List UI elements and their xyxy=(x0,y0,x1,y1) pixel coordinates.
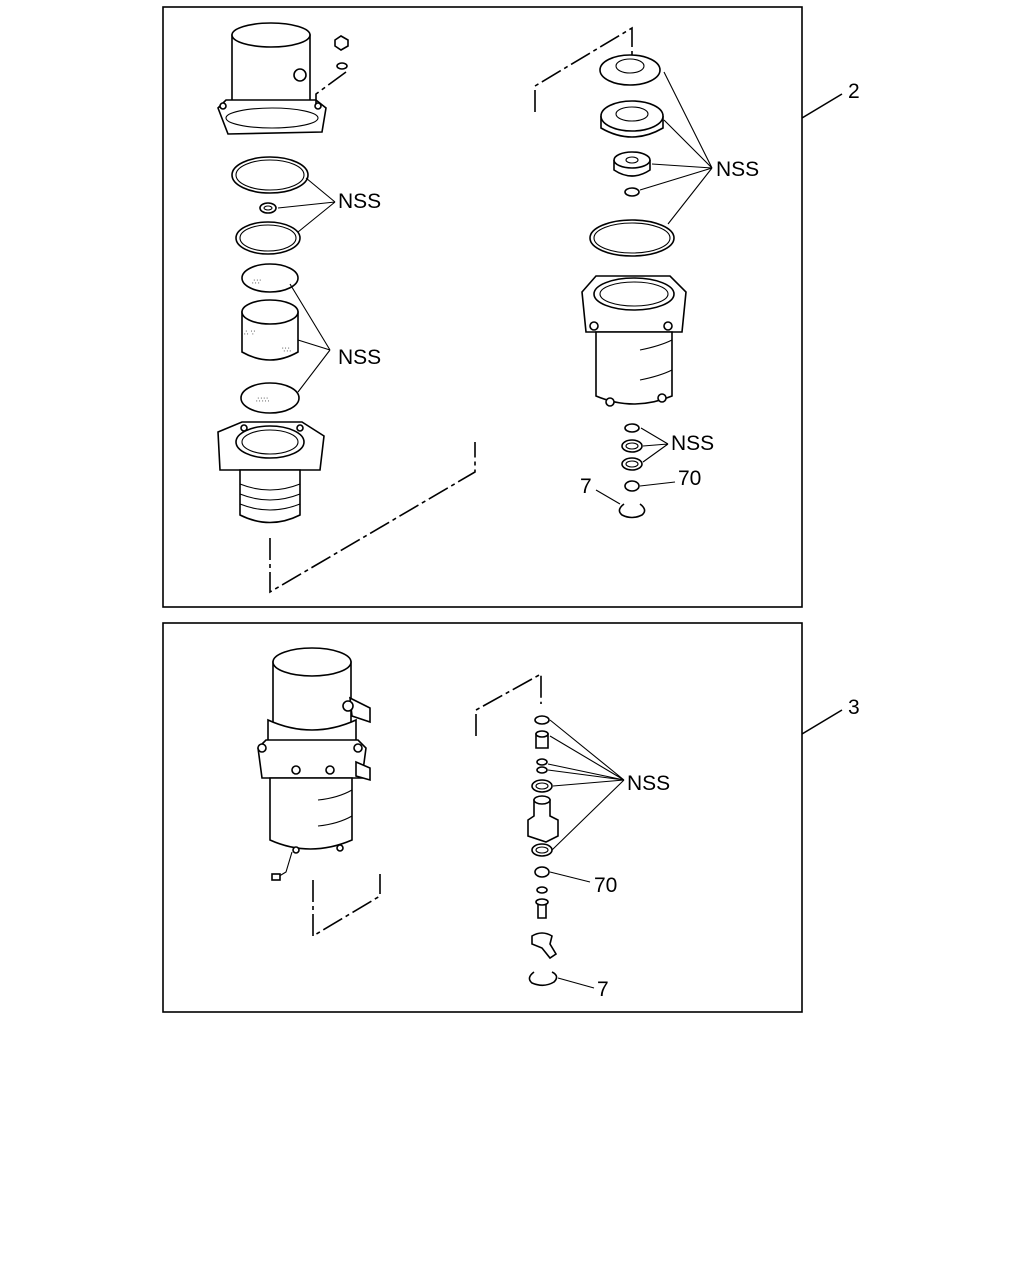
nss-label-e: NSS xyxy=(627,772,670,795)
ref-7-label-b: 7 xyxy=(597,978,609,1001)
nut-and-washer xyxy=(315,35,349,104)
panel-3-frame xyxy=(162,622,803,1013)
spacer-ring xyxy=(600,100,664,138)
ref-70-leader-b xyxy=(549,871,591,883)
snap-ring xyxy=(618,503,646,519)
nss-label-b: NSS xyxy=(338,346,381,369)
ref-70-leader xyxy=(639,481,676,487)
filter-element: ∴ ∵ ∵∴ xyxy=(241,299,299,361)
ref-7-label: 7 xyxy=(580,475,592,498)
cap-ring xyxy=(599,54,661,86)
nss-leader-e xyxy=(547,719,625,851)
panel-3-connection-line xyxy=(312,874,381,938)
small-nut xyxy=(624,187,640,197)
panel-3: 3 xyxy=(162,622,860,1013)
small-washer xyxy=(259,202,277,214)
panel-3-callout-leader xyxy=(801,709,843,735)
gasket-ring-lower xyxy=(235,221,301,255)
panel-2-callout-leader xyxy=(801,93,843,119)
nss-label-a: NSS xyxy=(338,190,381,213)
panel-3-bracket-line xyxy=(475,672,542,736)
nss-leader-d xyxy=(640,427,669,463)
filter-cover xyxy=(217,22,327,135)
svg-text:∴ ∵: ∴ ∵ xyxy=(244,329,256,337)
panel-2: 2 NSS xyxy=(162,6,860,608)
ref-70-label: 70 xyxy=(678,467,701,490)
nss-leader-c xyxy=(639,71,713,225)
gasket-ring-upper xyxy=(231,156,309,194)
nss-label-c: NSS xyxy=(716,158,759,181)
bushing xyxy=(613,151,651,177)
valve-housing xyxy=(581,275,687,407)
ref-70-label-b: 70 xyxy=(594,874,617,897)
filter-base-housing xyxy=(217,421,325,524)
nss-leader-b xyxy=(289,283,331,393)
panel-3-valve-parts xyxy=(527,715,559,987)
svg-text:∴∵: ∴∵ xyxy=(252,278,261,286)
svg-text:∴∵∴: ∴∵∴ xyxy=(256,396,270,404)
panel-2-bracket-line xyxy=(534,26,633,112)
ref-7-leader-b xyxy=(557,977,595,989)
nss-label-d: NSS xyxy=(671,432,714,455)
filter-disc-upper: ∴∵ xyxy=(241,263,299,293)
filter-disc-lower: ∴∵∴ xyxy=(240,382,300,414)
assembled-filter-unit xyxy=(257,647,371,881)
panel-2-frame xyxy=(162,6,803,608)
panel-2-callout-number: 2 xyxy=(848,80,860,103)
nss-leader-a xyxy=(277,177,336,233)
o-ring-large xyxy=(589,219,675,257)
panel-3-callout-number: 3 xyxy=(848,696,860,719)
panel-2-connection-line xyxy=(269,442,476,594)
small-seals xyxy=(621,423,643,492)
ref-7-leader xyxy=(595,489,621,505)
svg-text:∵∴: ∵∴ xyxy=(282,346,291,354)
